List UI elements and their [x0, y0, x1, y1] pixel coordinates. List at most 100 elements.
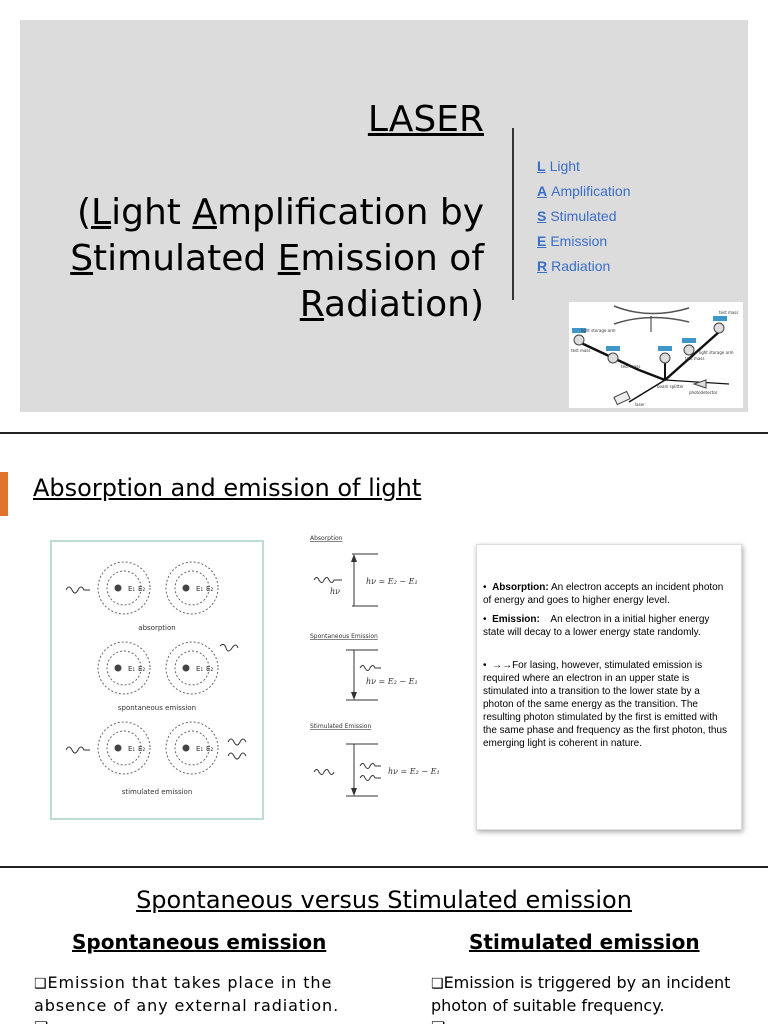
acronym-word: Emission: [550, 233, 608, 249]
mirror-cap: [658, 346, 672, 351]
bullet-text: For lasing, however, stimulated emission…: [483, 660, 728, 749]
energy-label: E₂: [206, 585, 213, 593]
laser-expansion: (Light Amplification by Stimulated Emiss…: [44, 190, 484, 328]
laser-expansion-line-3: Radiation): [44, 282, 484, 328]
diagram-label: test mass: [719, 310, 738, 315]
energy-level-diagram: Absorption hν hν = E₂ − E₁ Spontaneous E…: [306, 532, 456, 810]
arrowhead: [351, 692, 357, 700]
slide-absorption-emission: Absorption and emission of light E₁ E₂ E…: [0, 432, 768, 866]
vertical-divider: [512, 128, 514, 300]
acronym-letter: E: [537, 233, 547, 249]
slide-title: Spontaneous versus Stimulated emission: [136, 886, 632, 914]
photon-wave: [219, 643, 239, 652]
photon-wave: [313, 769, 335, 775]
stimulated-heading: Stimulated emission: [469, 930, 700, 954]
energy-formula: hν = E₂ − E₁: [366, 577, 418, 586]
test-mass-icon: [713, 322, 725, 334]
bullet-text: Emission that takes place in the absence…: [34, 973, 340, 1015]
energy-heading: Spontaneous Emission: [310, 633, 378, 640]
checkbox-bullet-icon: ❑: [34, 1018, 48, 1024]
text-part: timulated: [93, 238, 278, 279]
stimulated-bullet: ❑Emission is triggered by an incident ph…: [431, 972, 761, 1016]
explanation-box: • Absorption: An electron accepts an inc…: [476, 544, 742, 830]
diagram-label: light storage arm: [581, 328, 616, 333]
mirror-cap: [572, 328, 586, 333]
energy-heading: Absorption: [310, 535, 343, 542]
diagram-label: laser: [635, 402, 645, 407]
energy-label: E₁: [128, 665, 135, 673]
atom-caption: stimulated emission: [122, 788, 193, 796]
energy-label: E₂: [206, 745, 213, 753]
photon-wave: [227, 752, 247, 760]
diagram-label: test mass: [571, 348, 590, 353]
energy-heading: Stimulated Emission: [310, 723, 371, 730]
text-part: S: [70, 238, 94, 279]
energy-label: E₁: [196, 585, 203, 593]
stimulated-bullet-2-cutoff: ❑: [431, 1018, 445, 1024]
slide-title: LASER: [367, 99, 484, 140]
text-part: A: [192, 192, 217, 233]
bullet-text: An electron in a initial higher energy s…: [483, 614, 713, 638]
mirror-arm-shape: [613, 305, 690, 325]
text-part: (: [77, 192, 92, 233]
mirror-cap: [606, 346, 620, 351]
test-mass-icon: [607, 352, 619, 364]
checkbox-bullet-icon: ❑: [431, 976, 444, 992]
spontaneous-bullet-2-cutoff: ❑: [34, 1018, 48, 1024]
acronym-word: Stimulated: [550, 208, 617, 224]
interferometer-diagram: light storage arm test mass test mass te…: [569, 302, 743, 408]
energy-label: E₁: [196, 745, 203, 753]
bullet-label: Emission:: [492, 614, 540, 625]
acronym-letter: S: [537, 208, 547, 224]
bullet-absorption: • Absorption: An electron accepts an inc…: [483, 582, 724, 606]
interferometer-svg: light storage arm test mass test mass te…: [571, 305, 738, 407]
acronym-word: Light: [549, 158, 580, 174]
hv-label: hν: [330, 587, 340, 596]
acronym-word: Radiation: [551, 258, 611, 274]
atom-caption: spontaneous emission: [118, 704, 196, 712]
slide-laser-title: LASER (Light Amplification by Stimulated…: [0, 0, 768, 432]
photon-wave: [313, 577, 342, 583]
bullet-text: An electron accepts an incident photon o…: [483, 582, 724, 606]
diagram-label: test mass: [685, 356, 704, 361]
beam-laser: [628, 379, 666, 403]
text-part: L: [91, 192, 112, 233]
energy-label: E₁: [196, 665, 203, 673]
energy-formula: hν = E₂ − E₁: [366, 677, 418, 686]
atom-diagram-svg: E₁ E₂ E₁ E₂ absorption E₁ E₂ E₁ E₂ spont…: [65, 561, 247, 796]
photon-wave: [65, 746, 90, 754]
energy-formula: hν = E₂ − E₁: [388, 767, 440, 776]
text-part: ight: [111, 192, 193, 233]
photon-wave: [227, 738, 247, 746]
mirror-cap: [713, 316, 727, 321]
bullet-label: →→: [492, 660, 513, 671]
spontaneous-heading: Spontaneous emission: [72, 930, 327, 954]
beam-center: [638, 368, 666, 382]
photodetector-icon: [692, 379, 707, 389]
energy-level-svg: Absorption hν hν = E₂ − E₁ Spontaneous E…: [310, 535, 440, 797]
slide-spontaneous-vs-stimulated: Spontaneous versus Stimulated emission S…: [0, 866, 768, 1024]
acronym-letter: A: [537, 183, 548, 199]
energy-label: E₁: [128, 585, 135, 593]
bullet-label: Absorption:: [492, 582, 549, 593]
energy-label: E₂: [138, 585, 145, 593]
laser-box: [613, 390, 631, 406]
mirror-cap: [682, 338, 696, 343]
photon-wave: [359, 763, 381, 769]
text-part: adiation): [324, 284, 484, 325]
energy-label: E₂: [138, 665, 145, 673]
bullet-emission: • Emission: An electron in a initial hig…: [483, 614, 713, 638]
energy-label: E₂: [138, 745, 145, 753]
beam-right: [664, 331, 720, 381]
photon-wave: [65, 586, 90, 594]
bullet-text: Emission is triggered by an incident pho…: [431, 973, 731, 1015]
laser-expansion-line-1: (Light Amplification by: [44, 190, 484, 236]
energy-label: E₂: [206, 665, 213, 673]
diagram-label: photodetector: [689, 390, 718, 395]
spontaneous-bullet: ❑Emission that takes place in the absenc…: [34, 972, 374, 1016]
acronym-word: Amplification: [551, 183, 631, 199]
